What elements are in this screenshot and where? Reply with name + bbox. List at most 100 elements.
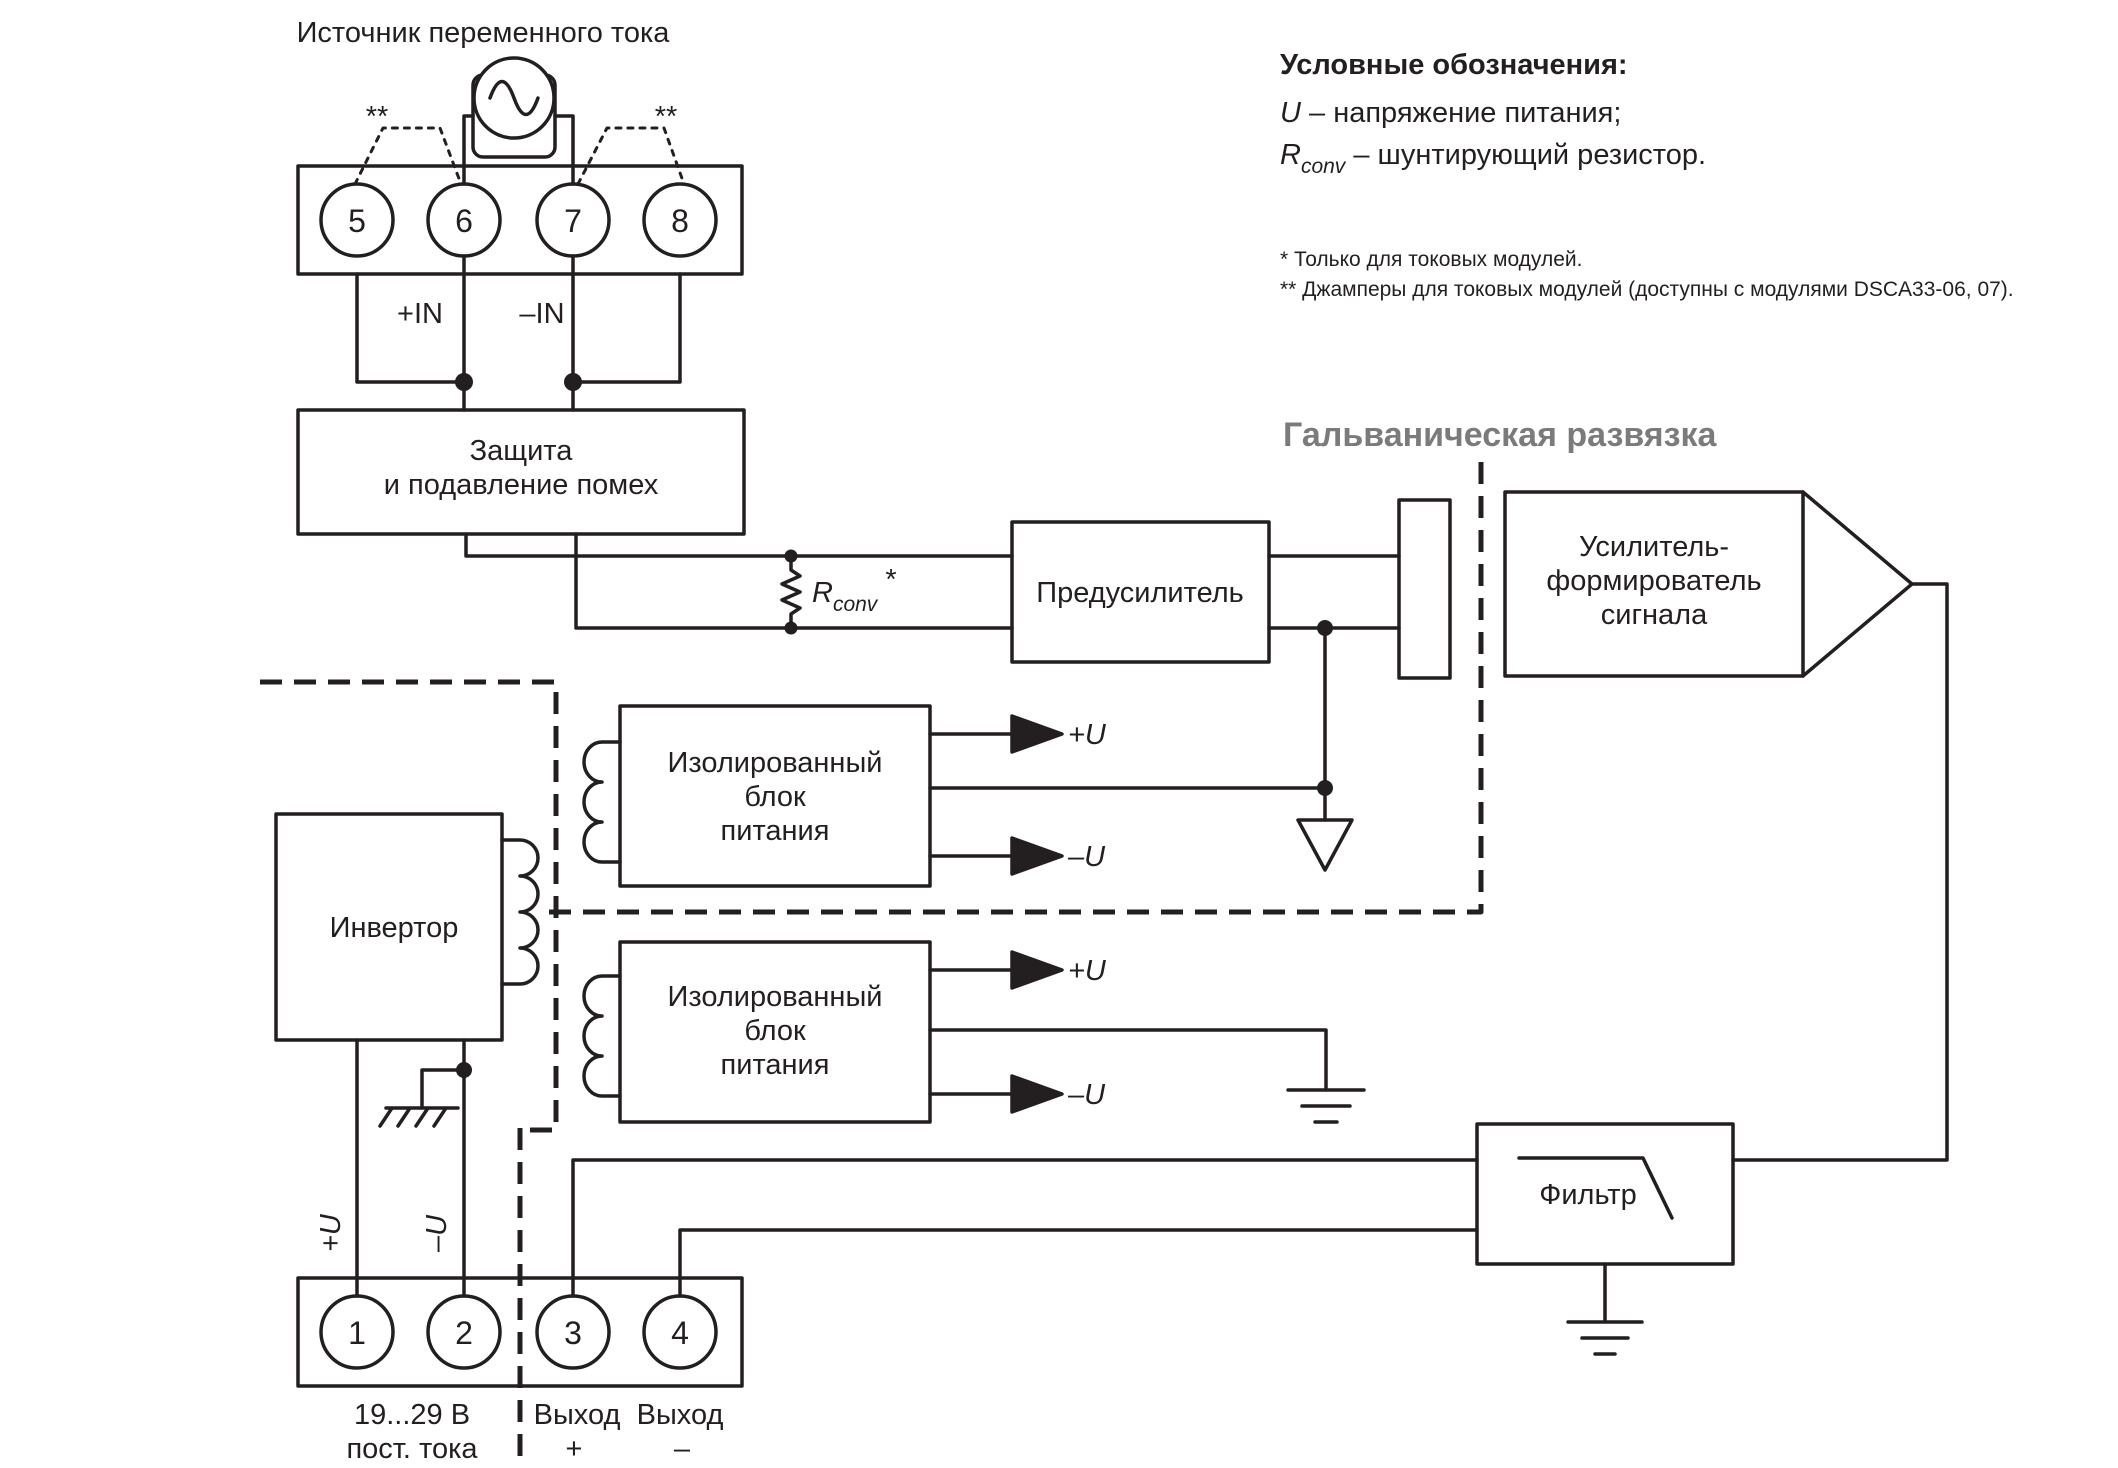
legend-r-text: – шунтирующий резистор. [1345,139,1706,171]
ac-source [471,56,557,159]
filter-lowpass-icon [1517,1156,1674,1220]
pin-label-4: 4 [671,1315,689,1351]
wire-source-to-7 [553,114,575,186]
power-block-2-label-1: Изолированный [668,981,883,1013]
output-minus-sign: – [674,1433,691,1465]
legend-note-2: ** Джамперы для токовых модулей (доступн… [1280,278,2014,301]
legend-note-1: * Только для токовых модулей. [1280,248,1582,271]
power-block-2-plus-label: +U [1068,955,1107,987]
pin-label-7: 7 [564,203,582,239]
pin-label-1: 1 [348,1315,366,1351]
shunt-symbol: R [812,577,833,609]
legend-u-text: – напряжение питания; [1301,97,1622,129]
earth-ground-symbol [1286,1088,1366,1124]
junction-6 [455,373,473,391]
power-block-1-plus-arrow [1010,714,1064,754]
output-plus-label: Выход [534,1399,621,1431]
legend-r-subscript: conv [1301,155,1347,178]
ac-source-title: Источник переменного тока [297,17,671,49]
terminal-4 [642,1294,718,1370]
amplifier-label-2: формирователь [1546,565,1761,597]
power-block-2-plus-arrow [1010,950,1064,990]
terminal-1 [319,1294,395,1370]
junction-7 [564,373,582,391]
preamp-label: Предусилитель [1036,577,1244,609]
isolation-barrier [260,462,1484,1133]
power-block-2-minus-arrow [1010,1074,1064,1114]
isolated-ground-junction [1317,780,1333,796]
isolation-label: Гальваническая развязка [1283,416,1718,454]
jumper-7-8 [576,126,686,186]
inverter-coil [500,838,540,986]
top-terminal-block [296,164,744,276]
power-block-2 [618,940,932,1124]
power-block-1-label-2: блок [744,781,806,813]
supply-plus-label: +U [315,1213,347,1252]
power-block-1-minus-label: –U [1067,841,1106,873]
power-block-2-mid-wire [928,1028,1328,1092]
power-block-1-label-1: Изолированный [668,747,883,779]
pin-label-5: 5 [348,203,366,239]
legend-u-symbol: U [1280,97,1302,129]
power-block-2-label-2: блок [744,1015,806,1047]
power-block-1-plus-label: +U [1068,719,1107,751]
pin-label-8: 8 [671,203,689,239]
isolated-ground-symbol [1296,818,1354,872]
amplifier-label-3: сигнала [1601,599,1708,631]
legend-r-symbol: R [1280,139,1301,171]
wire-filter-to-3 [571,1158,1479,1298]
output-plus-sign: + [566,1433,583,1465]
legend-u: U – напряжение питания; [1280,97,1621,129]
shunt-resistor [780,554,802,630]
jumper-mark-left: ** [366,101,389,133]
amplifier-label-1: Усилитель- [1579,531,1729,563]
shunt-mark: * [885,564,896,596]
terminal-8 [642,182,718,258]
filter-label: Фильтр [1539,1179,1636,1211]
power-block-1-minus-arrow [1010,836,1064,876]
preamp-block [1010,520,1271,664]
legend-title: Условные обозначения: [1280,49,1628,81]
protection-label-2: и подавление помех [384,469,659,501]
legend: Условные обозначения: U – напряжение пит… [1280,49,2014,301]
output-minus-label: Выход [637,1399,724,1431]
supply-type-label: пост. тока [346,1433,478,1465]
pin-label-2: 2 [455,1315,473,1351]
supply-minus-label: –U [421,1214,453,1253]
inverter-block [274,812,504,1042]
pin-label-3: 3 [564,1315,582,1351]
wire-5-bus [355,272,466,384]
legend-r: Rconv – шунтирующий резистор. [1280,139,1706,178]
wire-amp-to-filter [1731,582,1949,1162]
power-block-1-coil [582,740,622,864]
shunt-subscript: conv [833,593,879,616]
terminal-2 [426,1294,502,1370]
isolation-coupler [1397,498,1452,680]
filter-earth-ground-symbol [1566,1320,1644,1356]
terminal-3 [535,1294,611,1370]
plus-in-label: +IN [397,298,443,330]
jumper-mark-right: ** [655,101,678,133]
power-block-2-label-3: питания [721,1049,830,1081]
bottom-terminal-block [296,1276,744,1388]
power-block-2-coil [582,974,622,1098]
jumper-5-6 [353,126,463,186]
minus-in-label: –IN [519,298,564,330]
terminal-5 [319,182,395,258]
inverter-label: Инвертор [330,912,459,944]
supply-voltage-label: 19...29 В [354,1399,470,1431]
power-block-2-minus-label: –U [1067,1079,1106,1111]
signal-line-lower [574,532,1014,630]
power-block-1-label-3: питания [721,815,830,847]
power-block-1 [618,704,932,888]
protection-block [296,408,746,536]
wire-filter-to-4 [678,1228,1479,1298]
wire-8-bus [571,272,682,384]
protection-label-1: Защита [470,435,574,467]
pin-label-6: 6 [455,203,473,239]
wire-source-to-6 [462,114,475,186]
shunt-label: Rconv * [812,564,897,616]
signal-line-upper [464,532,1014,558]
chassis-ground-symbol [378,1068,466,1128]
